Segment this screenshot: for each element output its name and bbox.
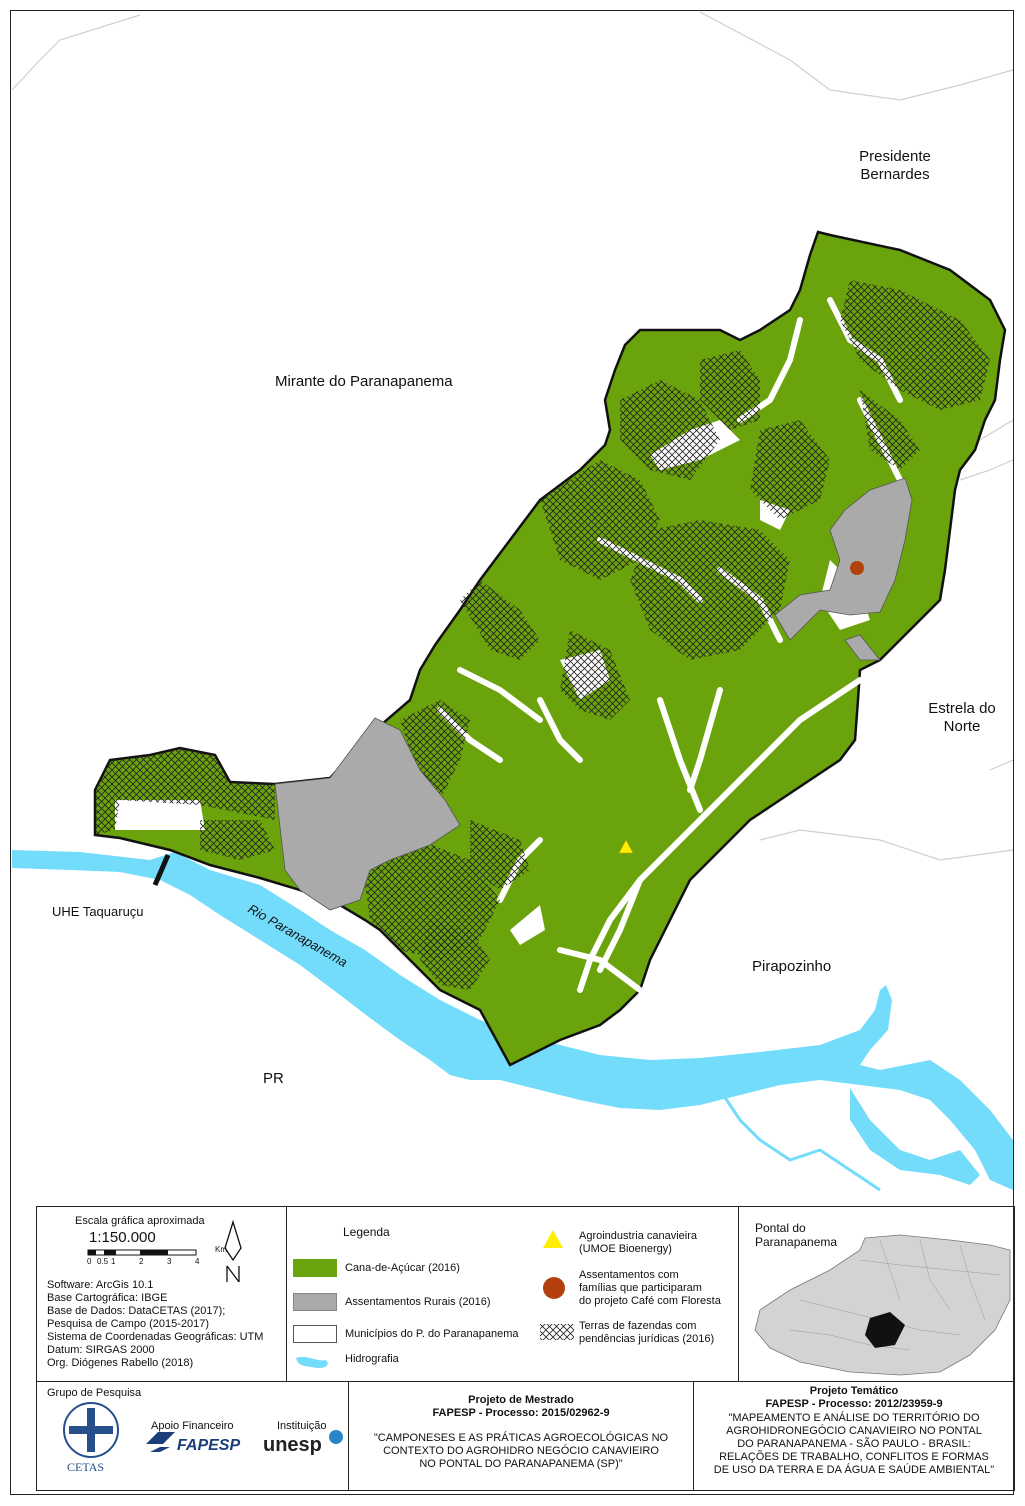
scale-tick: 1 bbox=[111, 1257, 116, 1266]
fapesp-text: FAPESP bbox=[177, 1437, 241, 1454]
swatch-municipalities bbox=[293, 1325, 337, 1343]
settlements bbox=[274, 477, 913, 911]
metadata-block: Software: ArcGis 10.1 Base Cartográfica:… bbox=[47, 1279, 263, 1370]
river-branch bbox=[850, 1088, 980, 1185]
footer-mestrado-cell: Projeto de Mestrado FAPESP - Processo: 2… bbox=[349, 1382, 694, 1490]
footer-logos-cell: Grupo de Pesquisa CETAS Apoio Financeiro… bbox=[37, 1382, 349, 1490]
agroindustry-marker bbox=[618, 839, 634, 854]
scale-title: Escala gráfica aproximada bbox=[75, 1215, 205, 1227]
label-mirante: Mirante do Paranapanema bbox=[275, 373, 453, 390]
footer-tematico-cell: Projeto Temático FAPESP - Processo: 2012… bbox=[694, 1382, 1014, 1490]
scale-tick: 3 bbox=[167, 1257, 172, 1266]
scale-unit: Km bbox=[215, 1245, 227, 1254]
label-estrela: Estrela do Norte bbox=[928, 700, 996, 735]
footer-box: Grupo de Pesquisa CETAS Apoio Financeiro… bbox=[36, 1381, 1015, 1491]
legend-families: Assentamentos com famílias que participa… bbox=[579, 1269, 721, 1307]
label-presidente-bernardes: Presidente Bernardes bbox=[859, 148, 931, 183]
legend-box: Escala gráfica aproximada 1:150.000 0 0.… bbox=[36, 1206, 1015, 1382]
mestrado-title: Projeto de Mestrado bbox=[468, 1394, 574, 1406]
municipality-borders bbox=[11, 11, 1013, 861]
institution-label: Instituição bbox=[277, 1420, 327, 1432]
metadata-line: Sistema de Coordenadas Geográficas: UTM bbox=[47, 1331, 264, 1343]
dam-line bbox=[152, 854, 171, 886]
legend-hydro: Hidrografia bbox=[345, 1353, 399, 1365]
metadata-line: Base de Dados: DataCETAS (2017); bbox=[47, 1305, 226, 1317]
legend-agro: Agroindustria canavieira (UMOE Bioenergy… bbox=[579, 1230, 698, 1255]
map-frame bbox=[10, 10, 1014, 1495]
metadata-line: Pesquisa de Campo (2015-2017) bbox=[47, 1318, 210, 1330]
scale-tick: 0.5 bbox=[97, 1257, 109, 1266]
scale-tick: 2 bbox=[139, 1257, 144, 1266]
inset-title: Pontal do Paranapanema bbox=[755, 1221, 838, 1249]
metadata-line: Base Cartográfica: IBGE bbox=[47, 1292, 168, 1304]
family-legend-icon bbox=[543, 1277, 565, 1299]
label-pirapozinho: Pirapozinho bbox=[752, 958, 832, 975]
mestrado-desc: "CAMPONESES E AS PRÁTICAS AGROECOLÓGICAS… bbox=[373, 1432, 669, 1470]
metadata-line: Datum: SIRGAS 2000 bbox=[47, 1344, 155, 1356]
label-uhe: UHE Taquaruçu bbox=[52, 904, 144, 919]
metadata-line: Org. Diógenes Rabello (2018) bbox=[47, 1357, 194, 1369]
family-settlement-marker bbox=[850, 561, 864, 575]
scale-bar bbox=[87, 1249, 197, 1256]
swatch-cane bbox=[293, 1259, 337, 1277]
river-paranapanema bbox=[12, 850, 1013, 1190]
agro-legend-icon bbox=[543, 1230, 563, 1248]
legend-scale-cell: Escala gráfica aproximada 1:150.000 0 0.… bbox=[37, 1207, 287, 1381]
tematico-process: FAPESP - Processo: 2012/23959-9 bbox=[765, 1398, 943, 1410]
cetas-text: CETAS bbox=[67, 1460, 105, 1474]
hydro-legend-icon bbox=[296, 1356, 328, 1369]
tematico-desc: "MAPEAMENTO E ANÁLISE DO TERRITÓRIO DO A… bbox=[713, 1412, 995, 1476]
legend-settlement: Assentamentos Rurais (2016) bbox=[345, 1296, 491, 1308]
legend-title: Legenda bbox=[343, 1225, 390, 1239]
legend-cane: Cana-de-Açúcar (2016) bbox=[345, 1262, 460, 1274]
inset-map bbox=[754, 1234, 1011, 1376]
scale-ratio: 1:150.000 bbox=[89, 1229, 156, 1246]
pending-legend-icon bbox=[540, 1324, 574, 1340]
metadata-line: Software: ArcGis 10.1 bbox=[47, 1279, 154, 1291]
swatch-settlement bbox=[293, 1293, 337, 1311]
tematico-title: Projeto Temático bbox=[809, 1385, 899, 1397]
unesp-text: unesp bbox=[263, 1434, 322, 1456]
scale-tick: 4 bbox=[195, 1257, 200, 1266]
pending-lands bbox=[95, 280, 990, 990]
fapesp-logo-icon bbox=[146, 1432, 175, 1452]
support-label: Apoio Financeiro bbox=[151, 1420, 234, 1432]
scale-tick: 0 bbox=[87, 1257, 92, 1266]
legend-items-cell: Legenda Cana-de-Açúcar (2016) Assentamen… bbox=[287, 1207, 739, 1381]
cetas-logo-icon bbox=[63, 1402, 119, 1458]
label-pr: PR bbox=[263, 1070, 284, 1087]
river-tributary bbox=[718, 1089, 881, 1192]
unesp-logo-icon bbox=[329, 1430, 343, 1444]
group-label: Grupo de Pesquisa bbox=[47, 1387, 142, 1399]
mestrado-process: FAPESP - Processo: 2015/02962-9 bbox=[432, 1407, 610, 1419]
legend-pending: Terras de fazendas com pendências jurídi… bbox=[579, 1320, 715, 1345]
north-arrow-icon bbox=[224, 1219, 242, 1283]
legend-municipalities: Municípios do P. do Paranapanema bbox=[345, 1328, 519, 1340]
scale-ticks: 0 0.5 1 2 3 4 bbox=[87, 1257, 207, 1267]
